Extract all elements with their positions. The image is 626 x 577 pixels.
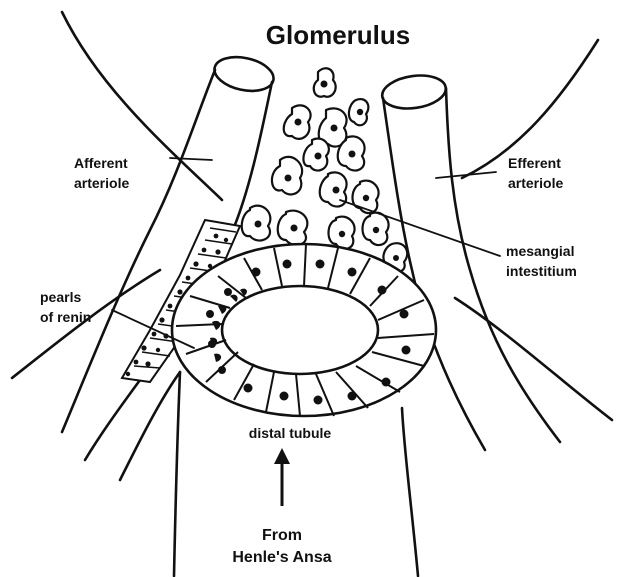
label-efferent-line1: Efferent [508, 155, 561, 171]
label-pearls-line1: pearls [40, 289, 81, 305]
label-pearls-line2: of renin [40, 309, 91, 325]
label-from-line1: From [262, 527, 302, 544]
label-from-line2: Henle's Ansa [232, 549, 331, 566]
flow-arrow [274, 448, 290, 506]
label-efferent-line2: arteriole [508, 175, 563, 191]
label-distal-tubule: distal tubule [249, 425, 332, 441]
diagram-title: Glomerulus [266, 20, 410, 50]
efferent-arteriole [380, 72, 560, 450]
label-mesangial-line1: mesangial [506, 243, 574, 259]
distal-tubule-ring [172, 244, 436, 416]
label-mesangial-line2: intestitium [506, 263, 577, 279]
label-afferent-line1: Afferent [74, 155, 128, 171]
label-afferent-line2: arteriole [74, 175, 129, 191]
